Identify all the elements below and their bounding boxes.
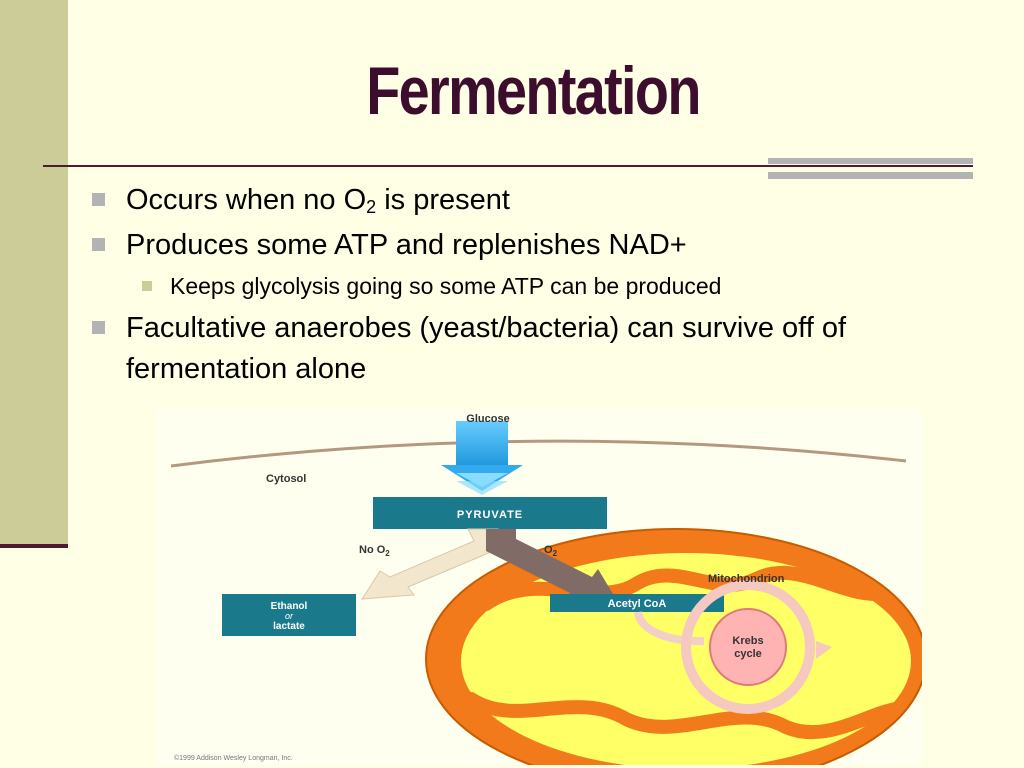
square-bullet-icon (92, 238, 105, 251)
copyright-label: ©1999 Addison Wesley Longman, Inc. (174, 754, 293, 762)
or-label: or (285, 611, 294, 621)
acetyl-coa-box (550, 594, 724, 612)
glucose-label: Glucose (466, 413, 509, 425)
bullet-text: Produces some ATP and replenishes NAD+ (126, 229, 687, 261)
cell-membrane (170, 439, 907, 468)
ethanol-lactate-box (222, 594, 356, 636)
no-oxygen-label: No O2 (359, 544, 390, 558)
square-bullet-icon (142, 281, 152, 291)
mitochondrion-label: Mitochondrion (708, 573, 785, 585)
accent-stripe-bottom (768, 172, 973, 179)
krebs-cycle (681, 580, 832, 714)
title-underline (43, 165, 973, 167)
bullet-text: Occurs when no O2 is present (126, 184, 510, 217)
accent-stripe-top (768, 158, 973, 164)
acetyl-coa-label: Acetyl CoA (608, 598, 667, 610)
bullet-item: Occurs when no O2 is present (90, 180, 910, 221)
bullet-text: Keeps glycolysis going so some ATP can b… (170, 273, 722, 299)
ethanol-label: Ethanol (271, 601, 308, 612)
square-bullet-icon (92, 193, 105, 206)
bullet-item: Facultative anaerobes (yeast/bacteria) c… (90, 308, 910, 390)
square-bullet-icon (92, 321, 105, 334)
left-decor-rule (0, 544, 68, 548)
krebs-label: Krebs (732, 635, 763, 647)
oxygen-label: O2 (544, 544, 558, 558)
pyruvate-box (373, 497, 607, 529)
pyruvate-label: PYRUVATE (457, 509, 523, 521)
bullet-list: Occurs when no O2 is present Produces so… (90, 180, 910, 394)
oxygen-arrow (486, 529, 616, 601)
slide-title: Fermentation (366, 53, 701, 129)
fermentation-diagram: Glucose Cytosol PYRUVATE No O2 O2 Mitoch… (156, 409, 922, 765)
glucose-arrow (441, 421, 523, 495)
bullet-item: Produces some ATP and replenishes NAD+ (90, 225, 910, 266)
cycle-label: cycle (734, 648, 762, 660)
left-decor-bar (0, 0, 68, 544)
sub-bullet-item: Keeps glycolysis going so some ATP can b… (90, 270, 910, 302)
cytosol-label: Cytosol (266, 473, 306, 485)
lactate-label: lactate (273, 621, 305, 632)
bullet-text: Facultative anaerobes (yeast/bacteria) c… (126, 312, 847, 385)
acetyl-to-krebs-arrow (634, 610, 705, 646)
